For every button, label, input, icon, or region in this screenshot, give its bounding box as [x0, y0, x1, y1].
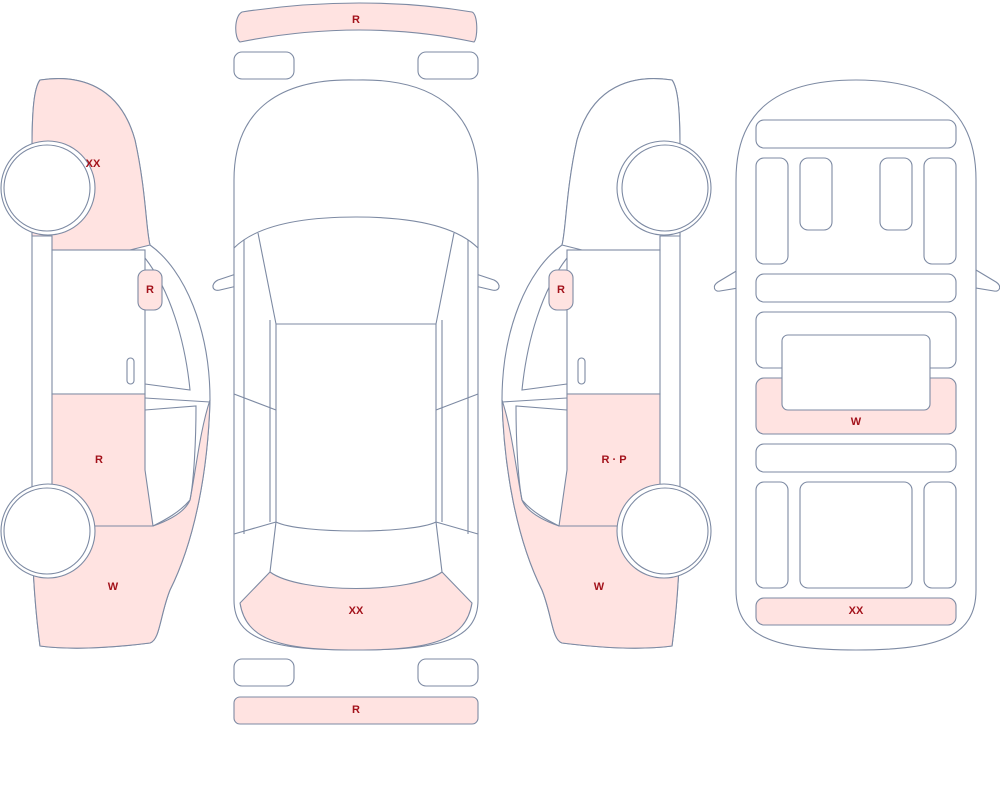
top-view: R XX R — [212, 2, 500, 725]
top-front-bumper[interactable] — [235, 2, 478, 43]
right-mirror-label: R — [557, 284, 565, 296]
interior-front-left-door-panel[interactable] — [755, 157, 789, 265]
top-roof — [275, 324, 437, 532]
right-rear-quarter-label: W — [594, 581, 605, 593]
top-front-bumper-label: R — [352, 14, 360, 26]
top-hood-line — [233, 216, 479, 249]
interior-rear-seat-label: W — [851, 416, 862, 428]
interior-cargo-label: XX — [849, 605, 864, 617]
right-mirror[interactable] — [548, 269, 574, 311]
left-front-fender-label: XX — [86, 158, 101, 170]
top-rear-right-light — [417, 658, 479, 687]
top-front-left-light — [233, 51, 295, 80]
right-door-handle — [577, 357, 586, 385]
top-rear-left-light — [233, 658, 295, 687]
top-rear-window — [269, 521, 443, 573]
left-rear-door-label: R — [95, 454, 103, 466]
top-windshield — [257, 232, 455, 325]
left-side-view: XX R R W — [0, 78, 211, 649]
left-mirror-label: R — [146, 284, 154, 296]
top-rear-bumper-label: R — [352, 704, 360, 716]
left-rear-wheel[interactable] — [3, 487, 91, 575]
top-trunk-lid-label: XX — [349, 605, 364, 617]
interior-lower-bar[interactable] — [755, 443, 957, 473]
top-right-side-lines — [435, 240, 479, 535]
right-rear-wheel[interactable] — [621, 487, 709, 575]
interior-left-ear — [713, 269, 739, 292]
interior-dashboard[interactable] — [755, 119, 957, 149]
top-trunk-lid[interactable] — [239, 571, 473, 651]
top-front-right-light — [417, 51, 479, 80]
left-front-wheel[interactable] — [3, 144, 91, 232]
left-door-handle — [126, 357, 135, 385]
left-rear-window — [144, 405, 197, 527]
interior-rear-seat-cushion[interactable] — [781, 334, 931, 411]
interior-right-ear — [975, 269, 1000, 292]
right-side-view: R R · P W — [501, 78, 712, 649]
top-rear-bumper[interactable] — [233, 696, 479, 725]
left-pillar-line — [144, 397, 211, 403]
interior-rear-right-panel[interactable] — [923, 481, 957, 589]
interior-front-right-door-panel[interactable] — [923, 157, 957, 265]
interior-rear-left-panel[interactable] — [755, 481, 789, 589]
interior-middle-bar[interactable] — [755, 273, 957, 303]
interior-view: W XX — [713, 79, 1000, 651]
interior-rear-floor[interactable] — [799, 481, 913, 589]
interior-front-seat-left[interactable] — [799, 157, 833, 231]
interior-cargo[interactable] — [755, 597, 957, 626]
right-rear-window — [515, 405, 568, 527]
top-left-side-lines — [233, 240, 277, 535]
right-rear-door-label: R · P — [601, 454, 626, 466]
right-pillar-line — [501, 397, 568, 403]
right-front-wheel[interactable] — [621, 144, 709, 232]
interior-front-seat-right[interactable] — [879, 157, 913, 231]
left-rear-quarter-label: W — [108, 581, 119, 593]
left-mirror[interactable] — [137, 269, 163, 311]
